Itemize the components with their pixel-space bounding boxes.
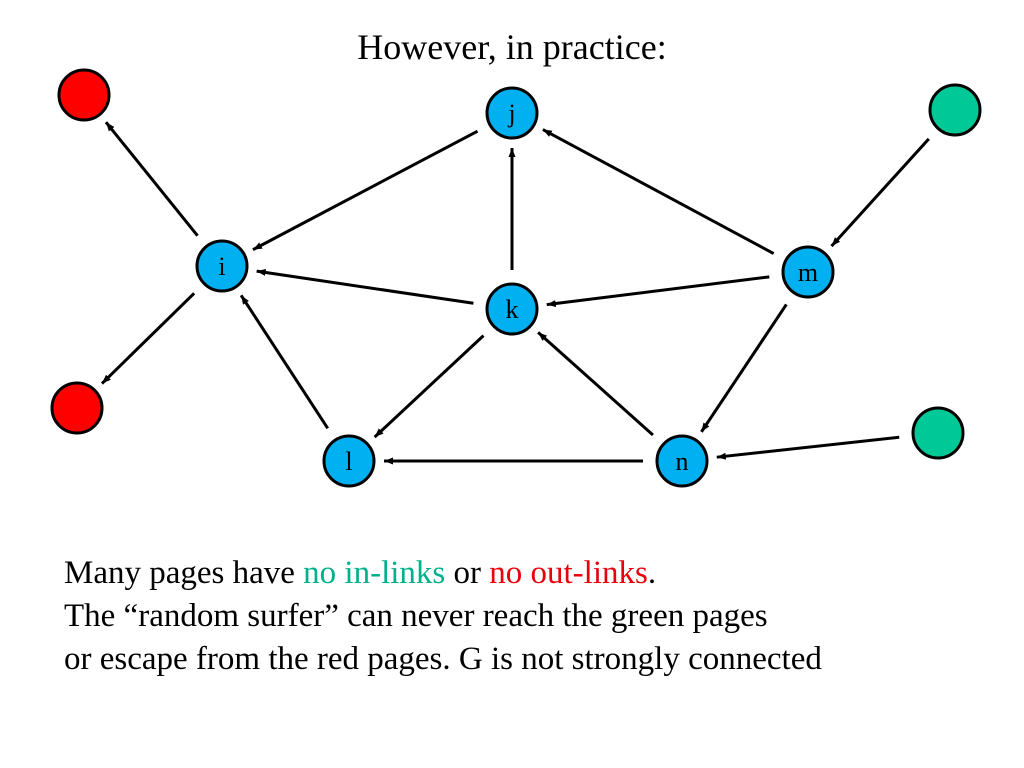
node-l-circle	[322, 434, 376, 488]
caption-line-1: Many pages have no in-links or no out-li…	[64, 552, 822, 595]
edge-i-to-red-top	[104, 121, 199, 237]
node-green-top-circle	[928, 83, 982, 137]
node-j-label: j	[507, 99, 515, 128]
edge-l-to-i	[239, 294, 329, 430]
no-out-links-highlight: no out-links	[489, 555, 648, 591]
node-l-label: l	[345, 447, 352, 476]
node-green-top	[928, 83, 982, 137]
caption-text: .	[647, 555, 657, 591]
caption-text: Many pages have	[64, 555, 304, 591]
node-n-circle	[655, 434, 709, 488]
node-red-bottom-circle	[50, 381, 104, 435]
edges-layer	[100, 121, 930, 465]
caption: Many pages have no in-links or no out-li…	[64, 552, 822, 681]
node-m-label: m	[798, 258, 818, 287]
node-k-circle	[485, 282, 539, 336]
node-k-label: k	[506, 295, 519, 324]
node-i: i	[195, 239, 249, 293]
node-m-circle	[781, 245, 835, 299]
edge-green-bottom-to-n	[716, 435, 900, 460]
edge-m-to-n	[700, 303, 788, 433]
node-m: m	[781, 245, 835, 299]
node-j-circle	[485, 86, 539, 140]
node-j: j	[485, 86, 539, 140]
node-i-circle	[195, 239, 249, 293]
edge-k-to-i	[256, 268, 474, 305]
edge-m-to-j	[542, 128, 775, 255]
caption-text: or	[445, 555, 490, 591]
node-red-bottom	[50, 381, 104, 435]
edge-j-to-i	[252, 129, 479, 251]
node-i-label: i	[218, 252, 225, 281]
edge-green-top-to-m	[830, 137, 930, 248]
node-l: l	[322, 434, 376, 488]
node-green-bottom-circle	[911, 406, 965, 460]
caption-line-2: The “random surfer” can never reach the …	[64, 598, 768, 634]
graph-diagram: j i k m l n	[50, 68, 982, 488]
node-n-label: n	[676, 447, 689, 476]
caption-line-3: or escape from the red pages. G is not s…	[64, 641, 822, 677]
node-n: n	[655, 434, 709, 488]
node-green-bottom	[911, 406, 965, 460]
edge-n-to-k	[537, 331, 654, 437]
slide-title: However, in practice:	[357, 27, 667, 67]
node-k: k	[485, 282, 539, 336]
nodes-layer: j i k m l n	[50, 68, 982, 488]
node-red-top-circle	[57, 68, 111, 122]
no-in-links-highlight: no in-links	[303, 555, 446, 591]
edge-i-to-red-bottom	[100, 292, 196, 385]
node-red-top	[57, 68, 111, 122]
edge-m-to-k	[546, 275, 770, 308]
edge-k-to-l	[373, 334, 485, 439]
